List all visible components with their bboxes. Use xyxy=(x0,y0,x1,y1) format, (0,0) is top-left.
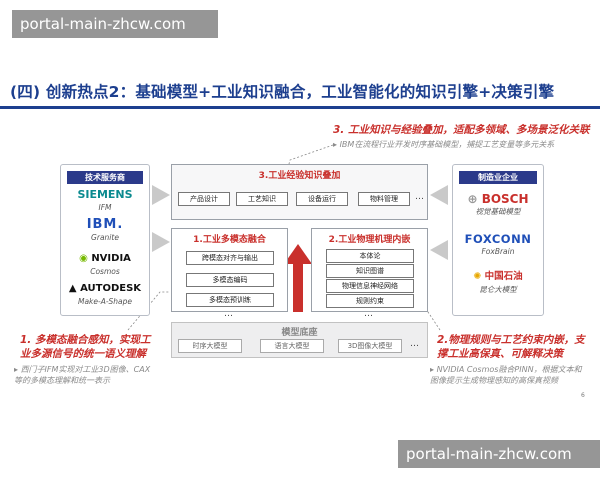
base-more: … xyxy=(410,339,419,349)
triangle-bullet-icon: ▸ xyxy=(430,365,437,374)
physics-layer-box: 2.工业物理机理内嵌 本体论 知识图谱 物理信息神经网络 规则约束 xyxy=(311,228,428,312)
bosch-logo-text: BOSCH xyxy=(481,192,529,206)
petrochina-logo-text: 中国石油 xyxy=(484,271,523,282)
petrochina-logo: ✺ 中国石油 xyxy=(453,269,543,285)
annotation-knowledge-head: 3. 工业知识与经验叠加，适配多领域、多场景泛化关联 xyxy=(333,124,590,136)
tech-provider-header: 技术服务商 xyxy=(67,171,143,184)
physics-item: 规则约束 xyxy=(326,294,414,308)
knowledge-item: 产品设计 xyxy=(178,192,230,206)
fusion-layer-title: 1.工业多模态融合 xyxy=(193,235,266,245)
vendor-petrochina: ✺ 中国石油 昆仑大模型 xyxy=(453,269,543,295)
knowledge-item: 工艺知识 xyxy=(236,192,288,206)
knowledge-layer-box: 3.工业经验知识叠加 产品设计 工艺知识 设备运行 物料管理 … xyxy=(171,164,428,220)
base-item: 3D图像大模型 xyxy=(338,339,402,353)
title-rule xyxy=(0,106,600,109)
autodesk-logo-text: AUTODESK xyxy=(80,283,142,294)
vendor-caption: Granite xyxy=(91,233,119,242)
knowledge-item: 设备运行 xyxy=(296,192,348,206)
vendor-foxconn: FOXCONN FoxBrain xyxy=(453,231,543,257)
base-layer-title: 模型底座 xyxy=(281,328,318,338)
nvidia-logo-text: NVIDIA xyxy=(91,253,131,264)
annotation-physics-text: NVIDIA Cosmos融合PINN，根据文本和图像提示生成物理感知的高保真视… xyxy=(430,365,582,385)
physics-item: 本体论 xyxy=(326,249,414,263)
physics-item: 知识图谱 xyxy=(326,264,414,278)
vendor-caption: Make-A-Shape xyxy=(77,297,133,306)
manufacturer-header: 制造业企业 xyxy=(459,171,537,184)
annotation-knowledge-sub: ▸ IBM在流程行业开发时序基础模型，捕捉工艺变量等多元关系 xyxy=(333,139,554,150)
fusion-more: … xyxy=(224,309,233,319)
vendor-nvidia: ◉ NVIDIA Cosmos xyxy=(61,251,149,277)
autodesk-logo: ▲ AUTODESK xyxy=(61,281,149,297)
annotation-fusion-head: 1. 多模态融合感知，实现工业多源信号的统一语义理解 xyxy=(20,334,151,360)
tech-provider-panel: 技术服务商 SIEMENS IFM IBM. Granite ◉ NVIDIA … xyxy=(60,164,150,316)
vendor-siemens: SIEMENS IFM xyxy=(61,187,149,213)
petrochina-flower-icon: ✺ xyxy=(473,271,485,282)
knowledge-more: … xyxy=(415,192,424,202)
fusion-item: 多模态预训练 xyxy=(186,293,274,307)
foxconn-logo: FOXCONN xyxy=(464,232,532,246)
vendor-caption: 昆仑大模型 xyxy=(479,285,517,294)
knowledge-layer-title: 3.工业经验知识叠加 xyxy=(258,171,341,181)
manufacturer-panel: 制造业企业 ⊕ BOSCH 视觉基础模型 FOXCONN FoxBrain ✺ … xyxy=(452,164,544,316)
vendor-ibm: IBM. Granite xyxy=(61,217,149,243)
base-item: 时序大模型 xyxy=(178,339,242,353)
knowledge-item: 物料管理 xyxy=(358,192,410,206)
ibm-logo: IBM. xyxy=(86,217,124,232)
watermark-bottom: portal-main-zhcw.com xyxy=(398,440,600,468)
slide-title: (四) 创新热点2：基础模型+工业知识融合，工业智能化的知识引擎+决策引擎 xyxy=(10,83,555,101)
bosch-logo: ⊕ BOSCH xyxy=(453,191,543,207)
vendor-caption: 视觉基础模型 xyxy=(475,207,521,216)
annotation-fusion-text: 西门子IFM实现对工业3D图像、CAX等的多模态理解和统一表示 xyxy=(14,365,151,385)
fusion-item: 跨模态对齐与输出 xyxy=(186,251,274,265)
bosch-ring-icon: ⊕ xyxy=(467,192,482,206)
physics-more: … xyxy=(364,309,373,319)
vendor-caption: Cosmos xyxy=(90,267,120,276)
vendor-caption: FoxBrain xyxy=(481,247,515,256)
page-number: 6 xyxy=(581,392,585,399)
fusion-item: 多模态编码 xyxy=(186,273,274,287)
annotation-fusion-sub: ▸ 西门子IFM实现对工业3D图像、CAX等的多模态理解和统一表示 xyxy=(14,364,154,386)
nvidia-logo: ◉ NVIDIA xyxy=(61,251,149,267)
annotation-physics-head: 2.物理规则与工艺约束内嵌，支撑工业高保真、可解释决策 xyxy=(437,334,585,360)
vendor-caption: IFM xyxy=(98,203,112,212)
vendor-autodesk: ▲ AUTODESK Make-A-Shape xyxy=(61,281,149,307)
physics-layer-title: 2.工业物理机理内嵌 xyxy=(328,235,411,245)
fusion-layer-box: 1.工业多模态融合 跨模态对齐与输出 多模态编码 多模态预训练 xyxy=(171,228,288,312)
physics-item: 物理信息神经网络 xyxy=(326,279,414,293)
autodesk-a-icon: ▲ xyxy=(68,283,81,294)
vendor-bosch: ⊕ BOSCH 视觉基础模型 xyxy=(453,191,543,217)
triangle-bullet-icon: ▸ xyxy=(14,365,21,374)
base-item: 语言大模型 xyxy=(260,339,324,353)
watermark-top: portal-main-zhcw.com xyxy=(12,10,218,38)
siemens-logo: SIEMENS xyxy=(77,188,133,201)
annotation-knowledge-text: IBM在流程行业开发时序基础模型，捕捉工艺变量等多元关系 xyxy=(339,140,555,149)
triangle-bullet-icon: ▸ xyxy=(333,140,340,149)
annotation-physics-sub: ▸ NVIDIA Cosmos融合PINN，根据文本和图像提示生成物理感知的高保… xyxy=(430,364,582,386)
nvidia-eye-icon: ◉ xyxy=(79,253,92,264)
base-layer-box: 模型底座 时序大模型 语言大模型 3D图像大模型 … xyxy=(171,322,428,358)
